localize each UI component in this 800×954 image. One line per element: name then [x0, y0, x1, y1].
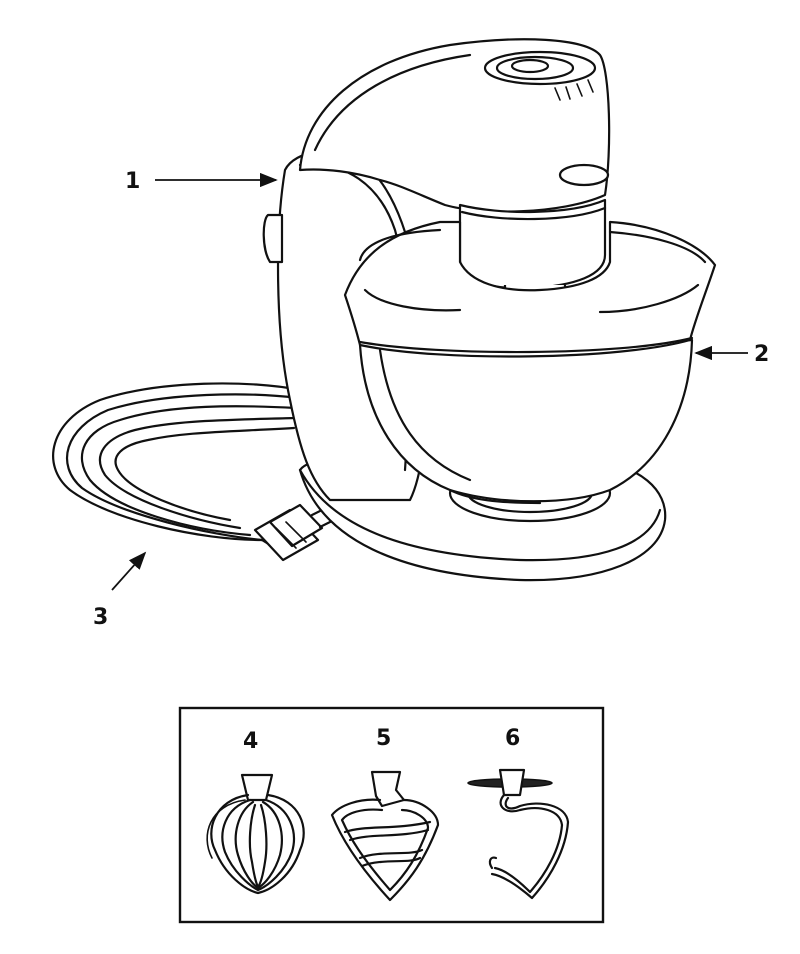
mixing-bowl-icon [343, 220, 717, 505]
dough-hook-icon [467, 768, 570, 900]
k-beater-icon [330, 770, 440, 902]
callout-label-3: 3 [93, 605, 108, 630]
callout-label-4: 4 [243, 729, 258, 754]
callout-label-2: 2 [754, 342, 769, 367]
accessories-frame [178, 706, 605, 924]
callout-label-1: 1 [125, 169, 140, 194]
callout-leader-3 [111, 551, 147, 591]
callout-label-5: 5 [376, 726, 391, 751]
callout-label-6: 6 [505, 726, 520, 751]
whisk-icon [206, 773, 305, 895]
